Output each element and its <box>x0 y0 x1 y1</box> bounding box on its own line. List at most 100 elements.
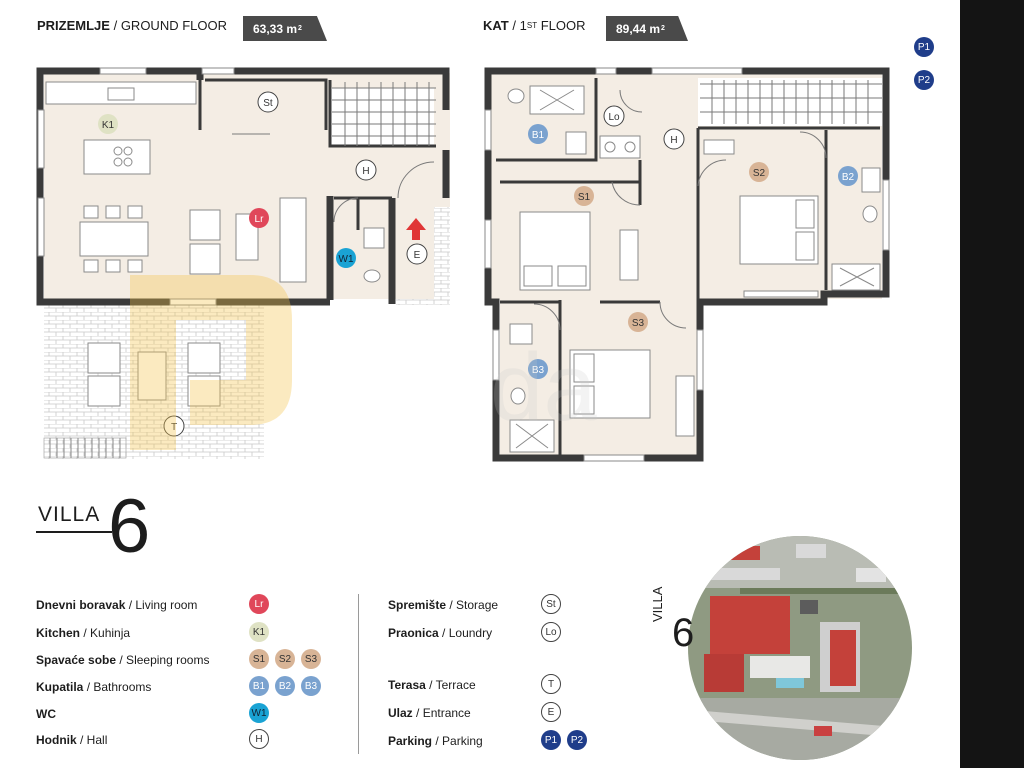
living-sofa <box>189 197 307 283</box>
legend-text: / Living room <box>128 598 198 612</box>
legend-bold: Parking <box>388 734 433 748</box>
legend-text: / Entrance <box>416 706 471 720</box>
legend-row-hall: Hodnik / Hall <box>36 733 107 747</box>
ground-floor-plan: K1 St H Lr W1 E T <box>36 67 450 459</box>
plan-label-b1: B1 <box>532 130 545 141</box>
bathroom-fixtures <box>507 85 881 453</box>
legend-text: / Bathrooms <box>86 680 152 694</box>
plan-label-lr: Lr <box>255 214 265 225</box>
legend-bold: Ulaz <box>388 706 413 720</box>
ground-stairs <box>332 82 436 146</box>
legend-badge-b1: B1 <box>249 676 269 696</box>
legend-badge-s1: S1 <box>249 649 269 669</box>
legend-row-storage: Spremište / Storage <box>388 598 498 612</box>
terrace-furniture <box>87 342 221 407</box>
first-stairs <box>700 80 882 124</box>
first-floor-area-value: 89,44 m <box>616 21 661 36</box>
villa-title-word: VILLA <box>38 503 101 526</box>
plan-label-h_ground: H <box>362 166 369 177</box>
legend-badge-e: E <box>541 702 561 722</box>
legend-row-parking: Parking / Parking <box>388 734 483 748</box>
room-badge-s3: S3 <box>628 312 648 332</box>
ground-floor-area-unit: 2 <box>298 25 302 32</box>
legend-badge-b3: B3 <box>301 676 321 696</box>
legend-badge-p2: P2 <box>567 730 587 750</box>
legend-row-terrace: Terasa / Terrace <box>388 678 476 692</box>
room-badge-st: St <box>257 91 279 113</box>
ground-floor-walls <box>36 67 450 306</box>
beds <box>519 139 819 437</box>
legend-row-laundry: Praonica / Loundry <box>388 626 492 640</box>
legend-badge-p1: P1 <box>541 730 561 750</box>
legend-row-living: Dnevni boravak / Living room <box>36 598 197 612</box>
plan-label-h_first: H <box>670 135 677 146</box>
parking-badge-p2: P2 <box>914 70 934 90</box>
legend-badge-k1: K1 <box>249 622 269 642</box>
legend-text: / Loundry <box>442 626 493 640</box>
legend-text: / Kuhinja <box>83 626 131 640</box>
legend-badge-h: H <box>249 729 269 749</box>
legend-row-sleeping: Spavaće sobe / Sleeping rooms <box>36 653 209 667</box>
plan-label-k1: K1 <box>102 120 115 131</box>
room-badge-lr: Lr <box>249 208 269 228</box>
ground-floor-title-bold: PRIZEMLJE <box>37 18 110 33</box>
aerial-site-photo <box>688 536 912 760</box>
room-badge-t: T <box>163 415 185 437</box>
legend-bold: WC <box>36 707 56 721</box>
first-floor-plan: B1 Lo H S1 S2 B2 S3 B3 <box>484 67 890 462</box>
plan-label-t: T <box>171 422 177 433</box>
room-badge-b1: B1 <box>528 124 548 144</box>
kitchen-counter <box>45 81 197 175</box>
entrance-arrow <box>406 218 426 240</box>
legend-badge-t: T <box>541 674 561 694</box>
aerial-villa-number: 6 <box>672 611 695 655</box>
villa-title-underline <box>36 531 112 533</box>
legend-bold: Spavaće sobe <box>36 653 117 667</box>
legend-text: / Parking <box>435 734 483 748</box>
room-badge-h-first: H <box>663 128 685 150</box>
plan-label-st: St <box>263 98 273 109</box>
svg-text:da: da <box>490 334 597 441</box>
first-floor-title-pre: / 1 <box>512 18 527 33</box>
legend-divider <box>358 594 359 754</box>
aerial-villa-label: VILLA <box>650 586 665 622</box>
ground-floor-title: PRIZEMLJE / GROUND FLOOR <box>37 18 227 33</box>
legend-text: / Hall <box>80 733 108 747</box>
legend-badge-lo: Lo <box>541 622 561 642</box>
plan-label-lo: Lo <box>608 112 620 123</box>
legend-bold: Spremište <box>388 598 447 612</box>
legend-row-entrance: Ulaz / Entrance <box>388 706 471 720</box>
ground-floor-title-rest: / GROUND FLOOR <box>113 18 227 33</box>
legend-row-bathrooms: Kupatila / Bathrooms <box>36 680 151 694</box>
legend-badge-s2: S2 <box>275 649 295 669</box>
first-floor-title-sup: ST <box>526 21 538 30</box>
watermark-logo: da <box>130 275 597 450</box>
room-badge-k1: K1 <box>98 114 118 134</box>
legend-badge-st: St <box>541 594 561 614</box>
room-badge-s2: S2 <box>749 162 769 182</box>
legend-text: / Storage <box>449 598 499 612</box>
legend-badge-w1: W1 <box>249 703 269 723</box>
plan-label-w1: W1 <box>339 254 354 265</box>
legend-bold: Kupatila <box>36 680 84 694</box>
legend-row-kitchen: Kitchen / Kuhinja <box>36 626 130 640</box>
dining-table <box>79 205 149 273</box>
legend-row-wc: WC <box>36 707 59 721</box>
legend-bold: Dnevni boravak <box>36 598 126 612</box>
legend-text: / Terrace <box>429 678 476 692</box>
room-badge-lo: Lo <box>603 105 625 127</box>
room-badge-b2: B2 <box>838 166 858 186</box>
room-badge-e: E <box>406 243 428 265</box>
legend-bold: Kitchen <box>36 626 81 640</box>
legend-bold: Praonica <box>388 626 439 640</box>
plan-label-b3: B3 <box>532 365 545 376</box>
room-badge-h-ground: H <box>355 159 377 181</box>
legend-bold: Hodnik <box>36 733 77 747</box>
villa-title-number: 6 <box>108 484 151 569</box>
plan-label-s3: S3 <box>632 318 645 329</box>
legend-bold: Terasa <box>388 678 426 692</box>
